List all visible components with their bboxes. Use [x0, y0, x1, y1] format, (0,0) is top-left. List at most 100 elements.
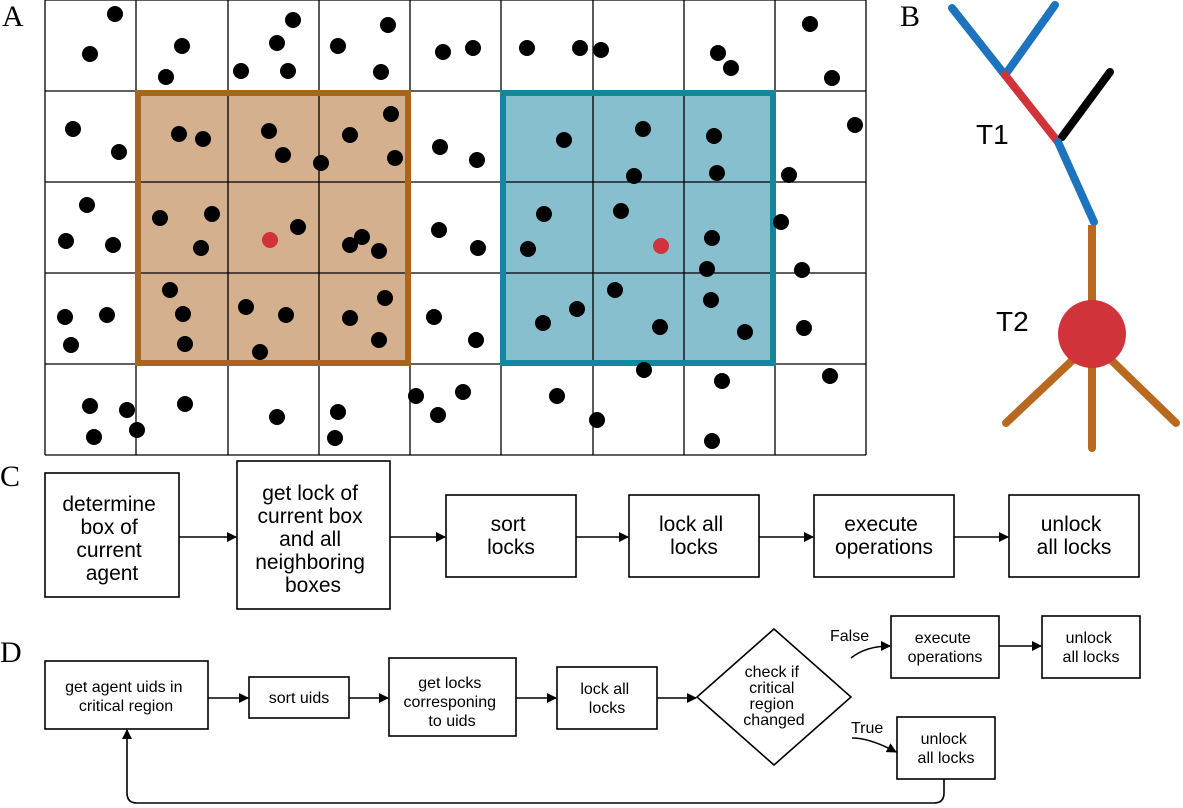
- agent-dot: [57, 309, 73, 325]
- agent-dot: [285, 12, 301, 28]
- flow-c-step-1-text: determine box of current agent: [62, 493, 161, 585]
- panel-label-a: A: [2, 0, 24, 33]
- agent-dot: [703, 292, 719, 308]
- agent-dot: [238, 299, 254, 315]
- agent-dot: [822, 368, 838, 384]
- flow-d-false-step-2-text: unlock all locks: [1063, 630, 1120, 666]
- flow-c-step-2-text: get lock of current box and all neighbor…: [255, 482, 371, 597]
- flow-c-step-3: [445, 494, 577, 578]
- flow-d-false-step-2-line: all locks: [1063, 649, 1120, 666]
- agent-dot: [773, 214, 789, 230]
- flow-d-true-step-line: unlock: [921, 731, 968, 748]
- tree-label-t1: T1: [976, 119, 1009, 150]
- flow-d-step-1: [44, 660, 209, 730]
- dendrite-segment-black: [1058, 68, 1114, 141]
- agent-dot: [354, 229, 370, 245]
- panel-label-d: D: [0, 636, 22, 669]
- agent-dot: [342, 237, 358, 253]
- agent-dot: [802, 16, 818, 32]
- agent-dot: [519, 40, 535, 56]
- flow-d-step-3-line: get locks: [418, 675, 481, 692]
- flow-d-step-3-text: get locks corresponing to uids: [404, 675, 501, 730]
- agent-dot: [626, 168, 642, 184]
- agent-dot: [536, 206, 552, 222]
- dendrite-segment-blue: [1001, 1, 1059, 79]
- agent-dot: [636, 362, 652, 378]
- dendrite-segment-brown: [1002, 351, 1082, 427]
- agent-dot: [290, 219, 306, 235]
- agent-dot: [704, 230, 720, 246]
- flow-d-false-step-2-line: unlock: [1066, 630, 1113, 647]
- flow-c-step-6-text: unlock all locks: [1037, 513, 1112, 559]
- agent-dot: [193, 240, 209, 256]
- true-branch-label: True: [851, 720, 883, 737]
- flow-c-step-1: [44, 472, 180, 598]
- agent-dot: [431, 222, 447, 238]
- agent-dot: [569, 301, 585, 317]
- current-agent: [653, 238, 669, 254]
- false-branch-label: False: [830, 628, 869, 645]
- dendrite-segment-brown: [1102, 351, 1180, 427]
- agent-dot: [82, 46, 98, 62]
- decision-line: region: [750, 696, 794, 713]
- decision-text: check if critical region changed: [743, 664, 804, 729]
- agent-dot: [107, 6, 123, 22]
- flow-d-true-step-line: all locks: [918, 750, 975, 767]
- flow-c-step-1-line: current: [76, 539, 142, 562]
- panel-label-c: C: [0, 460, 20, 493]
- agent-dot: [177, 396, 193, 412]
- agent-dot: [635, 121, 651, 137]
- agent-dot: [204, 206, 220, 222]
- agent-dot: [709, 165, 725, 181]
- agent-dot: [327, 430, 343, 446]
- flow-d-step-2: [248, 676, 350, 719]
- agent-dot: [383, 106, 399, 122]
- agent-dot: [781, 167, 797, 183]
- agent-dot: [714, 373, 730, 389]
- agent-dot: [607, 282, 623, 298]
- tree-label-t2: T2: [996, 306, 1029, 337]
- agent-dot: [152, 210, 168, 226]
- flow-c-step-2-line: current box: [258, 505, 364, 528]
- agent-dot: [342, 127, 358, 143]
- agent-dot: [520, 241, 536, 257]
- agent-dot: [408, 388, 424, 404]
- agent-dot: [847, 117, 863, 133]
- flowchart-c: determine box of current agent get lock …: [44, 460, 1140, 610]
- agent-dot: [174, 38, 190, 54]
- agent-dot: [79, 197, 95, 213]
- flow-c-step-3-text: sort locks: [487, 513, 535, 559]
- agent-dot: [652, 319, 668, 335]
- agent-dot: [593, 42, 609, 58]
- flow-c-step-3-line: locks: [487, 536, 535, 559]
- flow-d-step-4-line: lock all: [580, 681, 629, 698]
- false-branch-arrow: [850, 641, 891, 659]
- agent-dot: [589, 412, 605, 428]
- agent-dot: [171, 126, 187, 142]
- flow-d-step-4-line: locks: [589, 700, 625, 717]
- flow-c-step-2-line: and all: [279, 528, 341, 551]
- flow-c-step-5-line: execute: [844, 513, 918, 536]
- agent-dot: [278, 307, 294, 323]
- agent-dot: [723, 60, 739, 76]
- agent-dot: [468, 332, 484, 348]
- critical-region-blue-border: [500, 90, 776, 366]
- flow-c-step-6-line: all locks: [1037, 536, 1112, 559]
- agent-dot: [82, 398, 98, 414]
- true-branch-arrow: [851, 737, 897, 753]
- agent-dot: [342, 310, 358, 326]
- agent-dot: [162, 282, 178, 298]
- flow-d-step-1-line: get agent uids in: [65, 679, 182, 696]
- flow-d-step-2-text: sort uids: [269, 690, 329, 707]
- agent-dot: [65, 121, 81, 137]
- agent-dot: [177, 336, 193, 352]
- agent-dot: [465, 40, 481, 56]
- flow-c-step-4-line: locks: [670, 536, 718, 559]
- flow-c-step-5: [813, 494, 955, 578]
- agent-dot: [613, 203, 629, 219]
- dendrite-segment-red: [1001, 71, 1062, 146]
- agent-dot: [373, 64, 389, 80]
- flow-c-step-5-line: operations: [835, 536, 933, 559]
- agent-dot: [269, 409, 285, 425]
